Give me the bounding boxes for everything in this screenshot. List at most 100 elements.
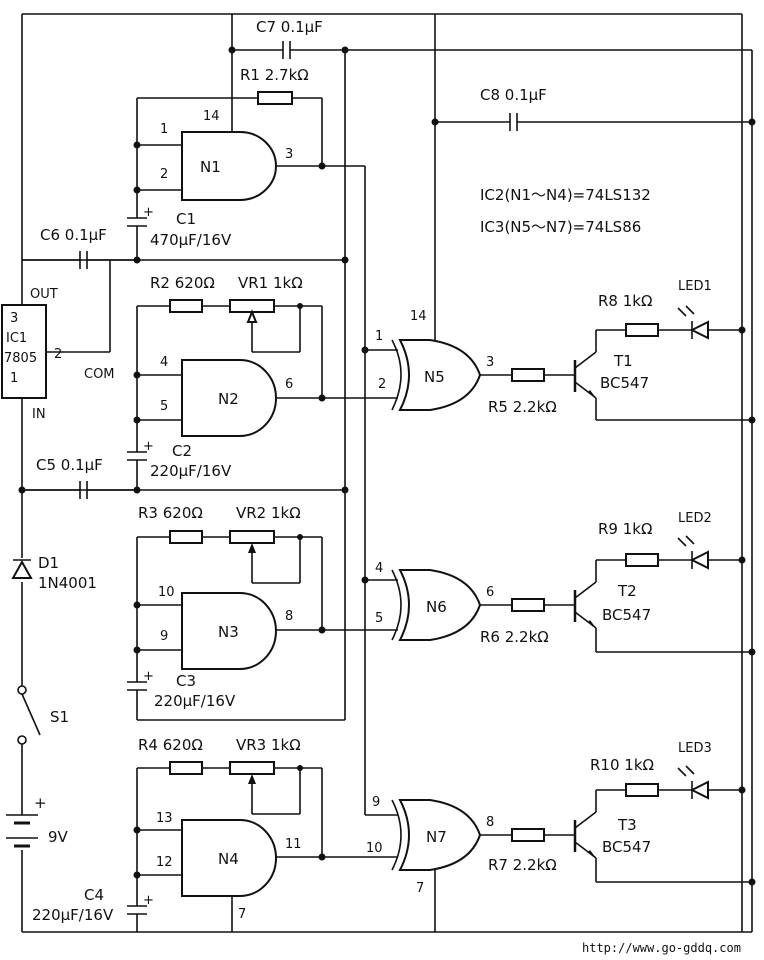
diode-d1: D1 1N4001 <box>11 554 97 592</box>
n5-pin2: 2 <box>378 377 386 392</box>
r3-label: R3 620Ω <box>138 504 203 522</box>
n3-pin10: 10 <box>158 585 175 600</box>
n6-pin5: 5 <box>375 611 383 626</box>
n4-pin7: 7 <box>238 907 246 922</box>
watermark-url: http://www.go-gddq.com <box>582 941 741 955</box>
c2-value: 220μF/16V <box>150 462 232 480</box>
driver-stage-1: R5 2.2kΩ T1 BC547 R8 1kΩ LED1 <box>488 279 756 424</box>
c5-label: C5 0.1μF <box>36 456 103 474</box>
battery-9v: + 9V <box>6 794 69 848</box>
t3-name: T3 <box>617 816 637 834</box>
n1-pin14: 14 <box>203 109 220 124</box>
n2-pin6: 6 <box>285 377 293 392</box>
c1-name: C1 <box>176 210 196 228</box>
ic1-out-label: OUT <box>30 287 58 302</box>
n3-pin9: 9 <box>160 629 168 644</box>
c3-plus: + <box>143 669 154 684</box>
r8-label: R8 1kΩ <box>598 292 652 310</box>
ic3-note: IC3(N5～N7)=74LS86 <box>480 218 641 236</box>
c2-name: C2 <box>172 442 192 460</box>
n7-pin8: 8 <box>486 815 494 830</box>
n5-pin3: 3 <box>486 355 494 370</box>
n7-name: N7 <box>426 828 447 846</box>
n3-pin8: 8 <box>285 609 293 624</box>
led3-label: LED3 <box>678 741 712 756</box>
n4-pin11: 11 <box>285 837 302 852</box>
oscillator-n1: 14 R1 2.7kΩ 1 2 N1 3 + C1 470μF/16V <box>127 50 365 260</box>
n4-pin12: 12 <box>156 855 173 870</box>
r9-label: R9 1kΩ <box>598 520 652 538</box>
r7-label: R7 2.2kΩ <box>488 856 557 874</box>
t2-type: BC547 <box>602 606 651 624</box>
capacitor-c5: C5 0.1μF <box>22 456 137 499</box>
c3-name: C3 <box>176 672 196 690</box>
s1-label: S1 <box>50 708 69 726</box>
ic1-com-pin: 2 <box>54 347 62 362</box>
c4-name: C4 <box>84 886 104 904</box>
t2-name: T2 <box>617 582 637 600</box>
d1-name: D1 <box>38 554 59 572</box>
n1-pin2: 2 <box>160 167 168 182</box>
n1-name: N1 <box>200 158 221 176</box>
n5-name: N5 <box>424 368 445 386</box>
xor-gate-n5: N5 1 2 14 3 <box>375 309 512 411</box>
n7-pin10: 10 <box>366 841 383 856</box>
ic1-com-label: COM <box>84 367 115 382</box>
n6-pin4: 4 <box>375 561 383 576</box>
t3-type: BC547 <box>602 838 651 856</box>
xor-gate-n7: N7 9 10 7 8 <box>366 795 512 896</box>
r4-label: R4 620Ω <box>138 736 203 754</box>
n1-pin1: 1 <box>160 122 168 137</box>
xor-gate-n6: N6 4 5 6 <box>375 561 512 641</box>
c2-plus: + <box>143 439 154 454</box>
ic1-name: IC1 <box>6 331 27 346</box>
n5-pin14: 14 <box>410 309 427 324</box>
n7-pin9: 9 <box>372 795 380 810</box>
c3-value: 220μF/16V <box>154 692 236 710</box>
n5-pin1: 1 <box>375 329 383 344</box>
ic2-note: IC2(N1～N4)=74LS132 <box>480 186 651 204</box>
c6-label: C6 0.1μF <box>40 226 107 244</box>
regulator-ic1: 3 IC1 7805 1 2 OUT COM IN <box>1 260 115 422</box>
vr3-label: VR3 1kΩ <box>236 736 301 754</box>
power-rails <box>21 13 753 933</box>
n4-name: N4 <box>218 850 239 868</box>
d1-type: 1N4001 <box>38 574 97 592</box>
n2-pin4: 4 <box>160 355 168 370</box>
r5-label: R5 2.2kΩ <box>488 398 557 416</box>
n7-pin7: 7 <box>416 881 424 896</box>
oscillator-n2: R2 620Ω VR1 1kΩ 4 5 N2 6 + C2 220μF/16V <box>127 274 398 490</box>
n2-name: N2 <box>218 390 239 408</box>
n3-name: N3 <box>218 623 239 641</box>
ic1-in-pin: 3 <box>10 311 18 326</box>
led1-label: LED1 <box>678 279 712 294</box>
r2-label: R2 620Ω <box>150 274 215 292</box>
n6-name: N6 <box>426 598 447 616</box>
vr2-label: VR2 1kΩ <box>236 504 301 522</box>
t1-type: BC547 <box>600 374 649 392</box>
c7-label: C7 0.1μF <box>256 18 323 36</box>
oscillator-n3: R3 620Ω VR2 1kΩ 10 9 N3 8 + C3 220μF/16V <box>127 504 398 721</box>
n1-pin3: 3 <box>285 147 293 162</box>
capacitor-c6: C6 0.1μF <box>22 226 137 269</box>
battery-plus: + <box>34 794 47 812</box>
c1-plus: + <box>143 205 154 220</box>
switch-s1: S1 <box>17 685 69 745</box>
c4-value: 220μF/16V <box>32 906 114 924</box>
driver-stage-3: R7 2.2kΩ T3 BC547 R10 1kΩ LED3 <box>488 741 756 886</box>
n6-pin6: 6 <box>486 585 494 600</box>
t1-name: T1 <box>613 352 633 370</box>
ic1-part: 7805 <box>4 351 37 366</box>
capacitor-c8: C8 0.1μF <box>431 86 756 131</box>
ic1-in-label: IN <box>32 407 46 422</box>
r1-label: R1 2.7kΩ <box>240 66 309 84</box>
capacitor-c7: C7 0.1μF <box>228 18 752 59</box>
n2-pin5: 5 <box>160 399 168 414</box>
c1-value: 470μF/16V <box>150 231 232 249</box>
c8-label: C8 0.1μF <box>480 86 547 104</box>
r6-label: R6 2.2kΩ <box>480 628 549 646</box>
battery-voltage: 9V <box>48 828 69 846</box>
r10-label: R10 1kΩ <box>590 756 654 774</box>
oscillator-n4: R4 620Ω VR3 1kΩ 13 12 N4 11 7 + C4 220μF… <box>32 736 398 932</box>
